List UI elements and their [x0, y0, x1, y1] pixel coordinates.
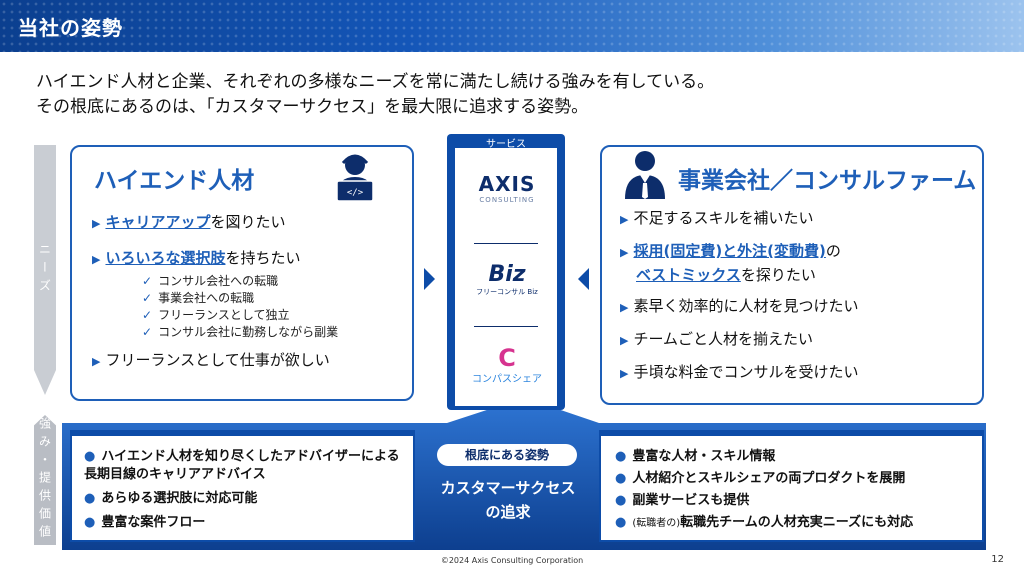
panel-title-company: 事業会社／コンサルファーム [678, 168, 977, 194]
panel-title-talent: ハイエンド人材 [94, 168, 255, 194]
side-label-needs: ニーズ [34, 145, 56, 395]
service-inner [455, 148, 557, 406]
talent-bullet-freelance: ▶フリーランスとして仕事が欲しい [92, 351, 330, 369]
triangle-bullet-icon: ▶ [620, 334, 629, 347]
core-stance-text: カスタマーサクセス の追求 [440, 479, 576, 521]
option-item: ✓事業会社への転職 [142, 291, 255, 305]
arrow-left-icon [578, 268, 589, 290]
arrow-right-icon [424, 268, 435, 290]
strength-item: ●(転職者の)転職先チームの人材充実ニーズにも対応 [615, 515, 914, 530]
check-icon: ✓ [142, 291, 153, 305]
talent-bullet-options: ▶いろいろな選択肢を持ちたい [92, 249, 301, 267]
compass-share-logo: C コンパスシェア [472, 344, 542, 385]
company-bullet-mix: ▶採用(固定費)と外注(変動費)の ベストミックスを探りたい [620, 242, 841, 284]
divider [474, 326, 538, 327]
triangle-bullet-icon: ▶ [620, 213, 629, 226]
core-stance-pill: 根底にある姿勢 [437, 444, 577, 466]
person-laptop-icon: </> [336, 154, 374, 202]
axis-consulting-logo: AXIS CONSULTING [478, 172, 536, 204]
triangle-bullet-icon: ▶ [92, 217, 101, 230]
side-label-strength: 強み・提供価値 [34, 415, 56, 545]
strength-item: ●あらゆる選択肢に対応可能 [84, 491, 258, 506]
svg-text:</>: </> [347, 188, 364, 198]
strength-box-talent: ●ハイエンド人材を知り尽くしたアドバイザーによる長期目線のキャリアアドバイス ●… [70, 430, 415, 542]
triangle-bullet-icon: ▶ [92, 355, 101, 368]
company-panel: 事業会社／コンサルファーム ▶不足するスキルを補いたい ▶採用(固定費)と外注(… [600, 145, 984, 405]
page-title: 当社の姿勢 [18, 16, 123, 40]
lead-text: ハイエンド人材と企業、それぞれの多様なニーズを常に満たし続ける強みを有している。… [36, 70, 714, 120]
strength-item: ●ハイエンド人材を知り尽くしたアドバイザーによる長期目線のキャリアアドバイス [84, 449, 400, 482]
service-column [447, 134, 565, 410]
triangle-bullet-icon: ▶ [620, 367, 629, 380]
check-icon: ✓ [142, 325, 153, 339]
high-end-talent-panel: ハイエンド人材 </> ▶キャリアアップを図りたい ▶いろいろな選択肢を持ちたい… [70, 145, 414, 401]
service-label: サービス [486, 139, 526, 150]
triangle-bullet-icon: ▶ [620, 246, 629, 259]
strength-item: ●人材紹介とスキルシェアの両プロダクトを展開 [615, 471, 906, 486]
company-bullet-fast: ▶素早く効率的に人材を見つけたい [620, 297, 859, 315]
lead-line-1: ハイエンド人材と企業、それぞれの多様なニーズを常に満たし続ける強みを有している。 [36, 72, 715, 92]
free-consul-biz-logo: Biz フリーコンサル Biz [476, 262, 538, 296]
divider [474, 243, 538, 244]
strength-item: ●副業サービスも提供 [615, 493, 750, 508]
talent-bullet-career: ▶キャリアアップを図りたい [92, 213, 286, 231]
businessman-icon [625, 151, 665, 199]
company-bullet-price: ▶手頃な料金でコンサルを受けたい [620, 363, 859, 381]
strength-box-company: ●豊富な人材・スキル情報 ●人材紹介とスキルシェアの両プロダクトを展開 ●副業サ… [599, 430, 984, 542]
option-item: ✓フリーランスとして独立 [142, 308, 290, 322]
header-banner: 当社の姿勢 [0, 0, 1024, 52]
triangle-bullet-icon: ▶ [92, 253, 101, 266]
option-item: ✓コンサル会社に勤務しながら副業 [142, 325, 339, 339]
option-item: ✓コンサル会社への転職 [142, 274, 279, 288]
company-bullet-team: ▶チームごと人材を揃えたい [620, 330, 814, 348]
triangle-bullet-icon: ▶ [620, 301, 629, 314]
lead-line-2: その根底にあるのは、「カスタマーサクセス」を最大限に追求する姿勢。 [36, 97, 589, 117]
strength-item: ●豊富な案件フロー [84, 515, 206, 530]
strength-item: ●豊富な人材・スキル情報 [615, 449, 776, 464]
page-number: 12 [991, 554, 1004, 565]
copyright: ©2024 Axis Consulting Corporation [440, 556, 584, 565]
check-icon: ✓ [142, 274, 153, 288]
company-bullet-skills: ▶不足するスキルを補いたい [620, 209, 814, 227]
check-icon: ✓ [142, 308, 153, 322]
